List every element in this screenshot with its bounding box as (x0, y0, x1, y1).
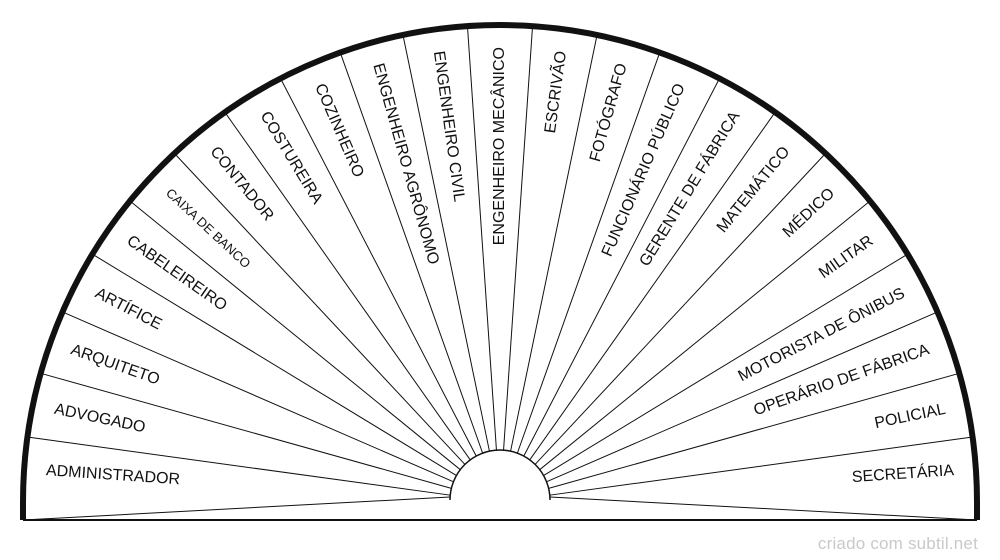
segment-divider (129, 200, 462, 471)
segment-divider (22, 496, 451, 521)
segment-divider (280, 78, 478, 458)
segment-dividers (22, 26, 978, 521)
segment-label: ARQUITETO (69, 341, 162, 388)
segment-divider (224, 112, 472, 462)
segment-divider (522, 78, 720, 458)
segment-label: ESCRIVÃO (539, 50, 570, 135)
segment-label: ENGENHEIRO AGRÔNOMO (369, 61, 443, 266)
segment-divider (549, 436, 973, 496)
segment-divider (92, 253, 458, 477)
segment-label: POLICIAL (873, 401, 947, 432)
segment-label: ENGENHEIRO CIVIL (430, 50, 468, 203)
segment-divider (548, 372, 960, 489)
segment-divider (542, 253, 908, 477)
segment-labels: ADMINISTRADORADVOGADOARQUITETOARTÍFICECA… (45, 47, 954, 488)
segment-divider (516, 52, 661, 456)
segment-divider (533, 153, 826, 466)
segment-label: COSTUREIRA (257, 109, 326, 208)
segment-label: ADMINISTRADOR (45, 462, 180, 488)
segment-label: ADVOGADO (53, 401, 147, 436)
segment-label: MILITAR (816, 232, 876, 282)
segment-label: COZINHEIRO (311, 81, 367, 180)
segment-divider (174, 153, 467, 466)
segment-label: SECRETÁRIA (851, 460, 955, 486)
segment-divider (27, 436, 451, 496)
segment-divider (545, 311, 938, 483)
watermark: criado com subtil.net (817, 534, 978, 553)
segment-divider (339, 52, 484, 456)
segment-label: CAIXA DE BANCO (163, 185, 253, 271)
segment-divider (538, 200, 871, 471)
segment-divider (528, 112, 776, 462)
segment-label: MATEMÁTICO (712, 142, 793, 236)
segment-label: ARTÍFICE (92, 283, 165, 333)
segment-divider (402, 34, 491, 454)
segment-label: MÉDICO (778, 184, 838, 242)
segment-label: ENGENHEIRO MECÂNICO (489, 47, 508, 245)
segment-divider (502, 26, 534, 453)
segment-label: FOTÓGRAFO (585, 61, 631, 164)
inner-hub-arc (449, 449, 551, 501)
segment-divider (466, 26, 498, 453)
segment-divider (509, 34, 598, 454)
segment-label: CABELEIREIRO (124, 232, 230, 314)
segment-label: CONTADOR (206, 144, 276, 225)
segment-divider (62, 311, 455, 483)
outer-arc (20, 22, 980, 520)
segment-divider (549, 496, 978, 521)
segment-divider (40, 372, 452, 489)
